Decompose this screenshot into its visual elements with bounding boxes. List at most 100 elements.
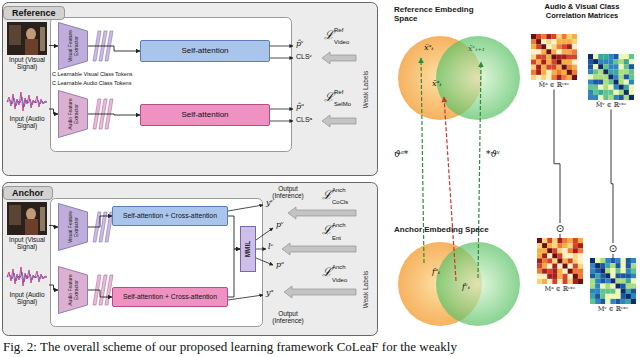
- loss-symbol: ℒ: [324, 29, 334, 42]
- panel-heading: Anchor: [3, 186, 53, 200]
- connector: [49, 45, 58, 47]
- heatmap: [537, 238, 583, 284]
- embedding-point: fᵛₜ: [462, 283, 470, 292]
- node-text: Audio Feature Extractor: [68, 268, 79, 312]
- output-symbol: pᵛ: [276, 221, 284, 230]
- audio-wave: [7, 267, 47, 286]
- attention-block: Self-attention: [140, 40, 270, 62]
- loss-symbol: ℒ: [322, 266, 332, 279]
- embedding-point: x̄ᵃₜ: [432, 80, 442, 89]
- correlation-matrix: M̂ᵛ ∈ ℝᶜˣᶜ: [584, 54, 638, 109]
- stage-panel: AnchorInput (Visual Signal) Input (Audio …: [2, 182, 378, 336]
- output-symbol: p̂ᵛ: [296, 40, 304, 49]
- video-frame: [7, 22, 47, 55]
- node-text: Visual Feature Extractor: [68, 205, 79, 249]
- heatmap: [588, 54, 634, 100]
- connector: [49, 285, 58, 290]
- encoder-trapezoid: Visual Feature Extractor: [58, 22, 88, 70]
- loss-symbol: ℒ: [324, 91, 334, 104]
- output-note: Output (Inference): [266, 310, 310, 325]
- loss-superscript: Anch: [332, 187, 346, 194]
- class-token-note: C Learnable Audio Class Tokens: [52, 80, 131, 86]
- loss-subscript: Ent: [332, 235, 341, 242]
- heatmap: [590, 258, 636, 304]
- loss-subscript: SelMo: [334, 101, 351, 108]
- encoder-trapezoid: Audio Feature Extractor: [58, 266, 88, 314]
- embedding-space: Anchor Embeding Space: [392, 222, 524, 328]
- node-text: Visual Feature Extractor: [68, 24, 79, 68]
- loss-subscript: Video: [332, 277, 347, 284]
- correlation-matrix: Mᵛ ∈ ℝᶜˣᶜ: [588, 258, 638, 313]
- embedding-space: Reference Embeding Space: [392, 2, 524, 124]
- output-symbol: lᵉ: [268, 243, 274, 252]
- input-caption: Input (Visual Signal): [5, 236, 49, 251]
- loss-superscript: Ref: [334, 89, 343, 96]
- node-text: Mᵃ ∈ ℝᶜˣᶜ: [534, 286, 586, 293]
- connector: [228, 216, 240, 249]
- correlation-matrix: M̂ᵃ ∈ ℝᶜˣᶜ: [528, 34, 580, 89]
- input-caption: Input (Audio Signal): [5, 115, 49, 130]
- input-signal: Input (Audio Signal): [5, 88, 49, 130]
- encoder-trapezoid: Audio Feature Extractor: [58, 90, 88, 138]
- connector: [88, 114, 140, 115]
- mmil-block: MMIL: [240, 226, 256, 272]
- node-text: Self-attention: [181, 110, 228, 119]
- input-caption: Input (Visual Signal): [5, 56, 49, 71]
- output-arrows: [228, 46, 293, 300]
- node-text: Anchor Embeding Space: [392, 225, 494, 234]
- output-symbol: yᵛ: [266, 199, 274, 208]
- connector: [88, 46, 140, 51]
- node-text: Audio Feature Extractor: [68, 92, 79, 136]
- node-text: Self-attention + Cross-attention: [123, 212, 217, 220]
- mapping-symbol: *ϑᵛ: [486, 150, 500, 160]
- weak-labels-note: Weak Labels: [362, 67, 369, 113]
- connector: [49, 225, 58, 227]
- node-text: M̂ᵃ ∈ ℝᶜˣᶜ: [528, 82, 580, 89]
- heatmap: [531, 34, 577, 80]
- output-symbol: pᵃ: [276, 261, 284, 270]
- node-text: Reference Embeding Space: [392, 5, 494, 23]
- embedding-circles: [392, 222, 524, 328]
- embedding-point: x̄ᵛₜ₊₁: [468, 45, 485, 54]
- loss-symbol: ℒ: [322, 189, 332, 202]
- panel-ground: [3, 3, 378, 176]
- loss-subscript: Video: [334, 39, 349, 46]
- connector: [88, 290, 112, 297]
- connector: [88, 216, 112, 227]
- figure-caption: Fig. 2: The overall scheme of our propos…: [3, 340, 457, 354]
- attention-block: Self-attention + Cross-attention: [112, 206, 228, 226]
- output-symbol: CLSᵛ: [296, 53, 312, 61]
- mapping-arrow: [421, 58, 424, 263]
- loss-superscript: Ref: [334, 27, 343, 34]
- input-signal: Input (Visual Signal): [5, 200, 49, 251]
- input-caption: Input (Audio Signal): [5, 291, 49, 306]
- output-symbol: CLSᵃ: [296, 116, 312, 124]
- input-signal: Input (Visual Signal): [5, 20, 49, 71]
- connector: [228, 249, 240, 297]
- node-text: Self-attention + Cross-attention: [123, 293, 217, 301]
- loss-symbol: ℒ: [322, 224, 332, 237]
- matrix-heading: Audio & Visual Class Correlation Matrice…: [526, 3, 638, 20]
- input-signal: Input (Audio Signal): [5, 264, 49, 306]
- embedding-point: ẍᵃₜ: [424, 44, 434, 53]
- node-text: M̂ᵛ ∈ ℝᶜˣᶜ: [584, 102, 638, 109]
- node-text: Self-attention: [181, 46, 228, 55]
- audio-wave: [7, 92, 47, 111]
- class-token-note: C Learnable Visual Class Tokens: [52, 71, 133, 77]
- inner-frame: [51, 18, 292, 152]
- mapping-arrow: [444, 97, 456, 281]
- loss-arrows: [282, 52, 356, 298]
- node-text: MMIL: [244, 227, 251, 271]
- loss-superscript: Anch: [332, 222, 346, 229]
- attention-block: Self-attention: [140, 104, 270, 126]
- mapping-symbol: ϑᵃ*: [394, 150, 408, 160]
- output-symbol: yᵃ: [266, 289, 274, 298]
- node-text: Mᵛ ∈ ℝᶜˣᶜ: [588, 306, 638, 313]
- operator-symbol: ⊙: [555, 223, 565, 234]
- loss-subscript: CoCls: [332, 199, 348, 206]
- inner-frame: [51, 199, 263, 327]
